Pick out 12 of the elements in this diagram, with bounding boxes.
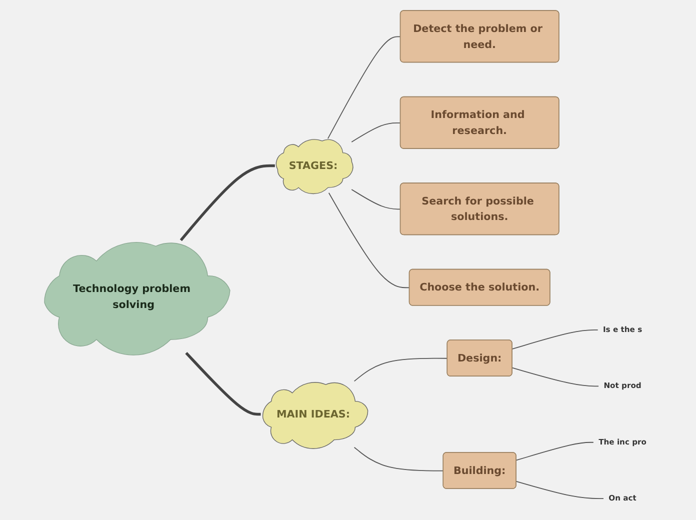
connector: [516, 442, 594, 461]
connector: [180, 164, 275, 242]
connector: [512, 367, 599, 387]
connector: [354, 446, 444, 472]
connector: [351, 189, 401, 210]
connector: [354, 358, 448, 382]
connector: [185, 352, 261, 416]
connector: [512, 329, 598, 350]
connector: [327, 36, 401, 140]
connector: [351, 122, 401, 142]
connector: [328, 192, 410, 288]
connector: [516, 481, 604, 500]
